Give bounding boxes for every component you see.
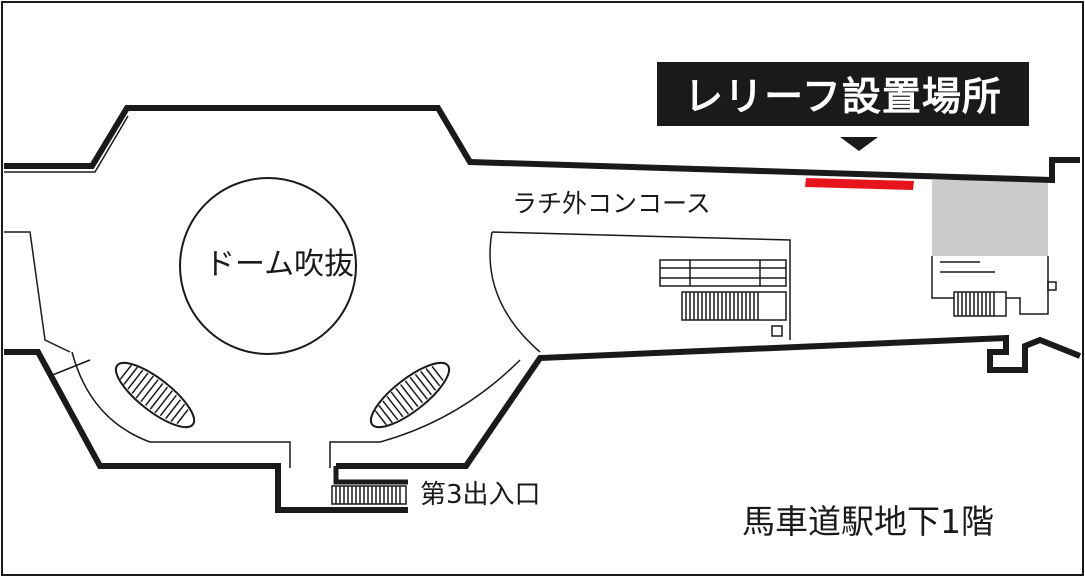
small-square-center (771, 325, 783, 337)
gate-block (659, 259, 787, 287)
pointer-arrow-icon (840, 137, 878, 151)
inner-block-outline (489, 231, 791, 353)
escalator-right (369, 361, 451, 429)
stairs-center (681, 291, 787, 321)
floor-label: 馬車道駅地下1階 (742, 502, 994, 541)
relief-location-banner: レリーフ設置場所 (657, 62, 1029, 126)
dome-inner-outline (71, 351, 521, 468)
concourse-label: ラチ外コンコース (512, 189, 711, 218)
relief-location-marker (805, 178, 914, 190)
exit-3-label: 第3出入口 (420, 480, 541, 510)
dome-label: ドーム吹抜 (205, 247, 355, 282)
upper-wall (4, 105, 1080, 184)
left-thin-wall-upper (4, 115, 129, 173)
escalator-left (114, 361, 196, 429)
shaded-area (932, 180, 1048, 256)
dome-inner-left (49, 359, 91, 377)
exit-inner-wall (333, 466, 408, 485)
dome-atrium (179, 177, 357, 355)
stairs-right (953, 291, 1007, 317)
corridor-thin-wall (4, 231, 71, 353)
right-structure (931, 256, 1057, 315)
stairs-exit-3 (331, 485, 407, 505)
lower-wall (4, 334, 1082, 513)
